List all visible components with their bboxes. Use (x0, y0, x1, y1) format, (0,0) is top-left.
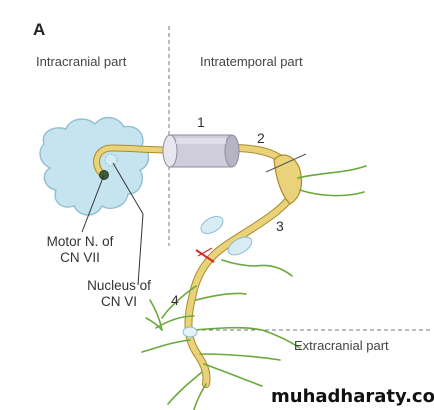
stylomastoid-foramen (182, 326, 198, 338)
segment-number-1: 1 (197, 114, 205, 130)
abducens-nucleus-label-line2: CN VI (100, 294, 137, 309)
branch-temporal-1 (195, 292, 247, 301)
segment-number-3: 3 (276, 218, 284, 234)
facial-nerve-genu (94, 145, 173, 177)
internal-acoustic-meatus (162, 134, 240, 168)
branch-buccal-1 (199, 353, 281, 361)
lesion-mark-1 (195, 249, 215, 263)
motor-nucleus-label: Motor N. of CN VII (38, 234, 122, 266)
abducens-nucleus-pointer-2 (137, 213, 144, 286)
branch-right-lower (255, 264, 293, 277)
branch-stapedius (161, 285, 197, 319)
segment-marker-tick (265, 153, 307, 173)
branch-left-small (149, 299, 163, 331)
branch-mandibular (167, 371, 203, 405)
panel-letter: A (33, 20, 46, 39)
segment-number-4: 4 (171, 292, 179, 308)
branch-zygomatic (193, 326, 263, 331)
intracranial-label: Intracranial part (36, 54, 127, 69)
abducens-nucleus-label-line1: Nucleus of (87, 278, 151, 293)
abducens-nucleus (104, 153, 118, 167)
abducens-nucleus-pointer (112, 162, 144, 215)
branch-digastric (141, 339, 191, 353)
branch-posterior-auricular (221, 259, 257, 267)
middle-ear-structure-1 (200, 215, 224, 235)
motor-nucleus-label-line1: Motor N. of (46, 234, 114, 249)
nerve-branches (141, 165, 367, 410)
branch-cervical (193, 383, 207, 410)
branch-buccal-2 (203, 363, 263, 387)
segment-number-2: 2 (257, 130, 265, 146)
motor-nucleus-label-line2: CN VII (60, 250, 100, 265)
lesion-mark-2 (197, 247, 213, 257)
watermark-text: muhadharaty.com (271, 386, 434, 407)
motor-nucleus-pointer (81, 174, 105, 233)
extracranial-label: Extracranial part (294, 338, 389, 353)
branch-right-extra (261, 329, 301, 349)
branch-petrosal (297, 165, 367, 179)
abducens-nucleus-label: Nucleus of CN VI (80, 278, 158, 310)
middle-ear-structure-2 (227, 236, 253, 256)
branch-chorda-tympani (299, 189, 365, 197)
intratemporal-label: Intratemporal part (200, 54, 303, 69)
branch-far-left (145, 317, 163, 331)
